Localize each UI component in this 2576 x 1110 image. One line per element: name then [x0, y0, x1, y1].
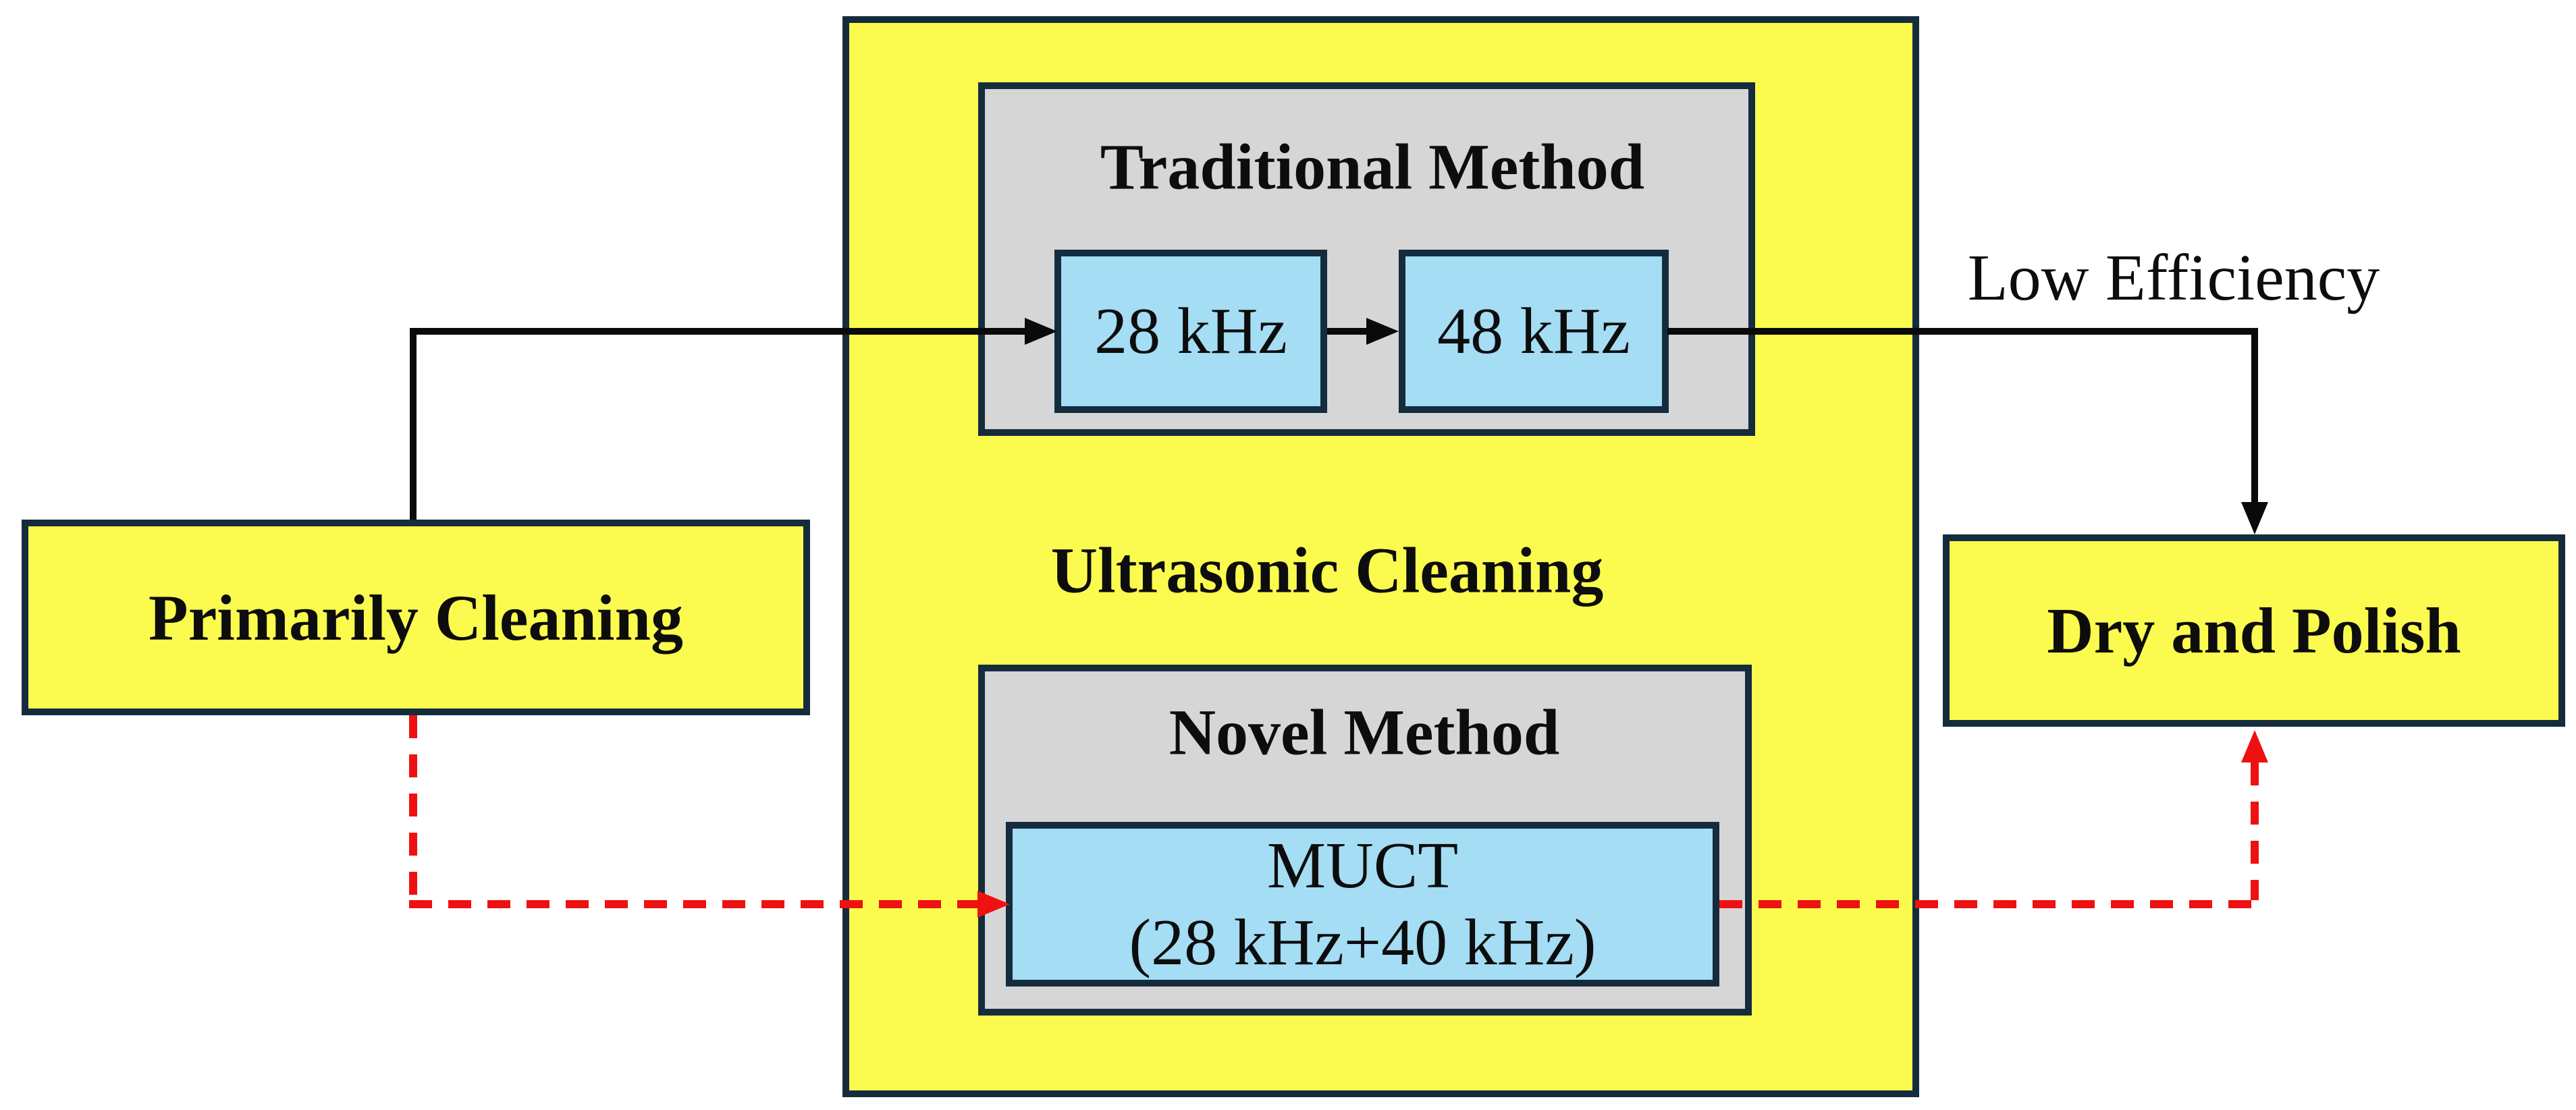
node-28khz-label: 28 kHz	[1094, 295, 1287, 368]
novel-method-title: Novel Method	[1169, 696, 1560, 769]
node-muct-label-line2: (28 kHz+40 kHz)	[1129, 906, 1596, 979]
dashed-connector-primarily-down-vertical	[409, 715, 417, 906]
node-muct: MUCT (28 kHz+40 kHz)	[1006, 822, 1719, 987]
node-dry-and-polish: Dry and Polish	[1943, 534, 2565, 727]
connector-primarily-to-28khz	[410, 328, 1027, 335]
arrowhead-into-dry-bottom	[2241, 730, 2268, 762]
connector-48khz-out-horizontal	[1667, 328, 2258, 335]
connector-primarily-up-vertical	[410, 329, 417, 520]
low-efficiency-annotation: Low Efficiency	[1967, 242, 2380, 314]
dashed-connector-up-to-dry-vertical	[2251, 762, 2259, 900]
arrowhead-into-48khz	[1366, 318, 1399, 345]
ultrasonic-cleaning-title: Ultrasonic Cleaning	[1050, 534, 1604, 607]
arrowhead-into-dry-top	[2241, 502, 2268, 534]
arrowhead-into-28khz	[1025, 318, 1057, 345]
node-primarily-cleaning-label: Primarily Cleaning	[149, 581, 683, 654]
node-primarily-cleaning: Primarily Cleaning	[22, 520, 810, 715]
node-muct-label-line1: MUCT	[1266, 829, 1459, 902]
traditional-method-title: Traditional Method	[1100, 130, 1645, 203]
dashed-connector-muct-out-horizontal	[1719, 900, 2257, 908]
node-28khz: 28 kHz	[1054, 250, 1327, 413]
connector-28khz-to-48khz	[1327, 328, 1368, 335]
dashed-connector-to-muct	[409, 900, 977, 908]
node-dry-and-polish-label: Dry and Polish	[2047, 594, 2461, 667]
node-48khz: 48 kHz	[1399, 250, 1669, 413]
arrowhead-into-muct	[977, 891, 1010, 918]
connector-down-to-dry-vertical	[2251, 328, 2258, 505]
node-48khz-label: 48 kHz	[1437, 295, 1630, 368]
